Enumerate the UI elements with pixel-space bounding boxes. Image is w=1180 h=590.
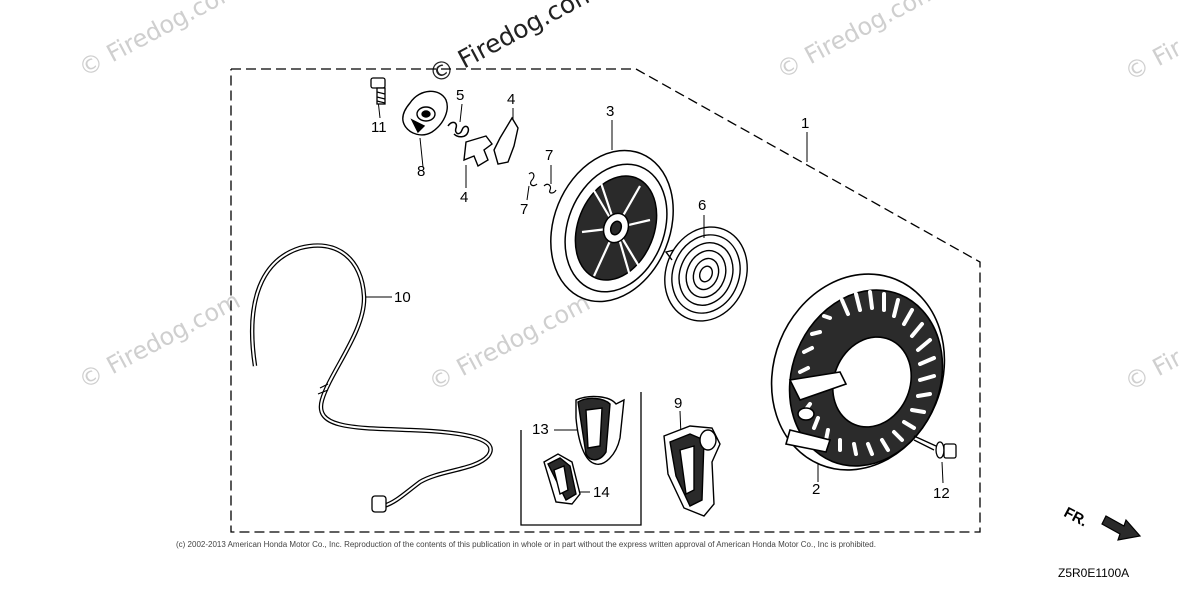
reel-part-3 [550,149,674,303]
copyright-notice: (c) 2002-2013 American Honda Motor Co., … [176,540,876,549]
callout-5: 5 [456,87,465,104]
starter-grip-part-14 [543,453,581,505]
bolt-part-11 [370,77,386,105]
diagram-code: Z5R0E1100A [1058,566,1130,580]
callout-4: 4 [507,91,516,108]
callout-10: 10 [394,289,411,306]
ratchet-pawl-part-4 [463,116,519,168]
small-spring-part-7 [528,172,557,194]
callout-6: 6 [698,197,707,214]
callout-11: 11 [371,119,387,136]
spring-part-5 [447,121,470,138]
starter-grip-part-9 [663,425,721,517]
starter-grip-part-13 [575,395,625,465]
callout-12: 12 [933,485,950,502]
starter-rope-part-10 [250,243,493,513]
callout-4: 4 [460,189,469,206]
front-direction-arrow [1101,515,1142,541]
callout-1: 1 [801,115,810,132]
callout-14: 14 [593,484,610,501]
ratchet-plate-part-8 [402,90,448,136]
callout-7: 7 [520,201,529,218]
flange-bolt-part-12 [913,435,957,459]
callout-9: 9 [674,395,683,412]
callout-3: 3 [606,103,615,120]
spiral-spring-part-6 [664,226,748,322]
starter-case-part-1 [770,273,946,471]
handle-inset-frame [520,392,642,526]
callout-13: 13 [532,421,549,438]
callout-7: 7 [545,147,554,164]
callout-8: 8 [417,163,426,180]
callout-2: 2 [812,481,821,498]
assembly-boundary [230,68,981,533]
